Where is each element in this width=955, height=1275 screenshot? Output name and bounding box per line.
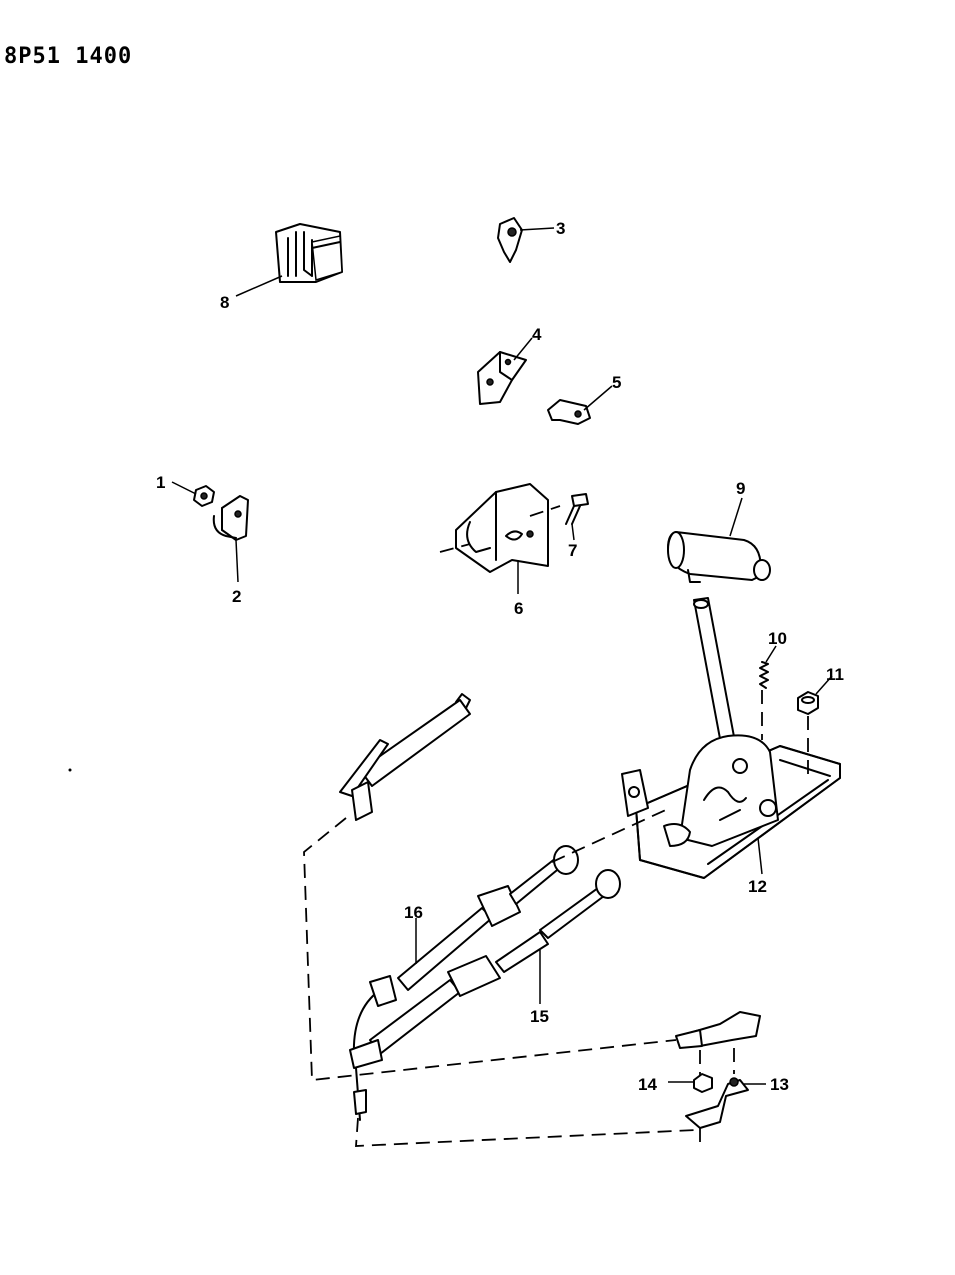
callout-15: 15 [530,1007,549,1026]
callout-6: 6 [514,599,523,618]
callout-1: 1 [156,473,165,492]
part-13-bracket [675,1011,761,1129]
part-9-shift-knob [667,531,771,583]
part-10-spring [759,661,769,689]
callout-4: 4 [532,325,542,344]
part-4-bracket [477,351,527,405]
part-14-nut [693,1073,713,1093]
callout-16: 16 [404,903,423,922]
callout-5: 5 [612,373,621,392]
callout-10: 10 [768,629,787,648]
callout-8: 8 [220,293,229,312]
callout-3: 3 [556,219,565,238]
callout-13: 13 [770,1075,789,1094]
part-2-bracket [212,495,249,541]
callout-9: 9 [736,479,745,498]
callout-7: 7 [568,541,577,560]
leader-lines [171,227,833,1085]
part-8-clip [275,223,343,283]
remote-cable-end [339,693,471,821]
callout-14: 14 [638,1075,657,1094]
callout-11: 11 [826,665,844,684]
diagram-reference-code: 8P51 1400 [4,44,133,69]
part-5-bracket [547,399,591,425]
alignment-lines [303,690,809,1150]
part-11-nut [797,691,819,715]
callout-2: 2 [232,587,241,606]
callout-labels: 1 2 3 4 5 6 7 8 9 10 11 12 13 14 15 16 [156,219,844,1094]
stray-dot [68,768,72,772]
part-3-fastener [497,217,523,263]
part-15-cable [349,869,621,1121]
part-7-bolt [565,493,589,525]
part-6-bracket [439,483,561,573]
part-12-shifter-base [621,597,841,879]
callout-12: 12 [748,877,767,896]
part-1-nut [193,485,215,507]
part-16-cable [352,845,579,1057]
